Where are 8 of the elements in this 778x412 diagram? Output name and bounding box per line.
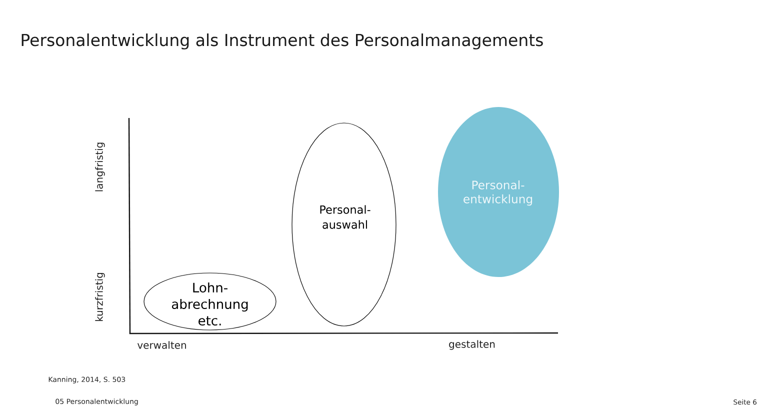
axis-label: langfristig (95, 142, 105, 192)
title: Personalentwicklung als Instrument des Personalmanagements (22, 33, 543, 50)
axis-label: kurzfristig (95, 272, 105, 322)
ellipse-node: Personal- entwicklung (438, 107, 559, 277)
ellipse-node: Lohn- abrechnung etc. (144, 272, 276, 330)
axis-label: verwalten (137, 341, 186, 349)
axis-label: gestalten (449, 340, 495, 350)
ellipse-node: Personal- auswahl (292, 122, 396, 326)
